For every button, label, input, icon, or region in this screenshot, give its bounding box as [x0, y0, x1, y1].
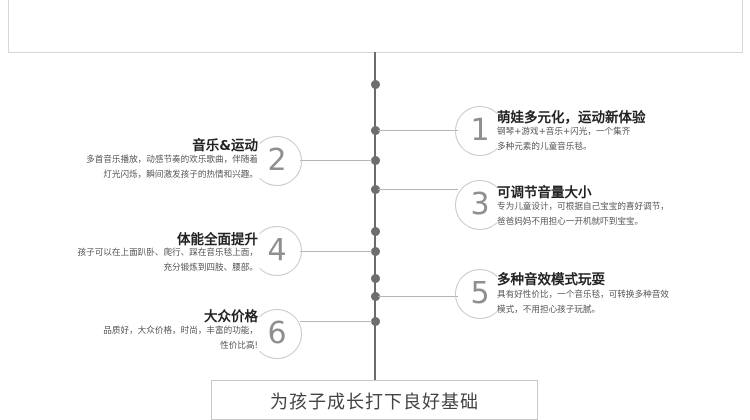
timeline-dot	[370, 274, 380, 283]
top-panel	[8, 0, 743, 53]
connector-line	[378, 189, 458, 190]
connector-line	[378, 296, 458, 297]
step-number-badge: 3	[455, 180, 505, 230]
feature-description: 多种元素的儿童音乐毯。	[497, 142, 592, 152]
step-number-badge: 2	[252, 136, 302, 186]
feature-description: 性价比高!	[220, 341, 258, 351]
feature-title: 大众价格	[204, 309, 258, 325]
feature-title: 多种音效模式玩耍	[497, 272, 605, 288]
timeline-dot	[370, 185, 380, 194]
feature-description: 专为儿童设计，可根据自己宝宝的喜好调节，	[497, 202, 669, 212]
footer-slogan: 为孩子成长打下良好基础	[270, 392, 479, 413]
feature-description: 模式，不用担心孩子玩腻。	[497, 305, 601, 315]
timeline-dot	[370, 80, 380, 89]
timeline-dot	[370, 317, 380, 326]
timeline-dot	[370, 156, 380, 165]
feature-description: 品质好，大众价格，时尚，丰富的功能，	[103, 326, 258, 336]
timeline-dot	[370, 292, 380, 301]
footer-banner: 为孩子成长打下良好基础	[211, 380, 538, 420]
feature-description: 孩子可以在上面趴卧、爬行、踩在音乐毯上面，	[77, 248, 258, 258]
connector-line	[300, 251, 372, 252]
connector-line	[300, 321, 372, 322]
feature-description: 充分锻炼到四肢、腰部。	[163, 263, 258, 273]
timeline-dot	[370, 227, 380, 236]
step-number-badge: 6	[252, 309, 302, 359]
feature-description: 灯光闪烁，瞬间激发孩子的热情和兴趣。	[103, 170, 258, 180]
feature-description: 爸爸妈妈不用担心一开机就吓到宝宝。	[497, 217, 644, 227]
step-number-badge: 1	[455, 106, 505, 156]
feature-title: 可调节音量大小	[497, 185, 592, 201]
connector-line	[378, 130, 458, 131]
connector-line	[300, 160, 372, 161]
feature-title: 萌娃多元化，运动新体验	[497, 110, 646, 126]
feature-description: 具有好性价比，一个音乐毯，可转换多种音效	[497, 290, 669, 300]
feature-description: 多首音乐播放，动感节奏的欢乐歌曲，伴随着	[86, 155, 258, 165]
feature-description: 钢琴+游戏+音乐+闪光，一个集齐	[497, 127, 631, 137]
step-number-badge: 4	[252, 226, 302, 276]
step-number-badge: 5	[455, 269, 505, 319]
feature-title: 音乐&运动	[192, 138, 258, 154]
feature-title: 体能全面提升	[177, 232, 258, 248]
timeline-line	[374, 52, 376, 380]
timeline-dot	[370, 126, 380, 135]
timeline-dot	[370, 247, 380, 256]
